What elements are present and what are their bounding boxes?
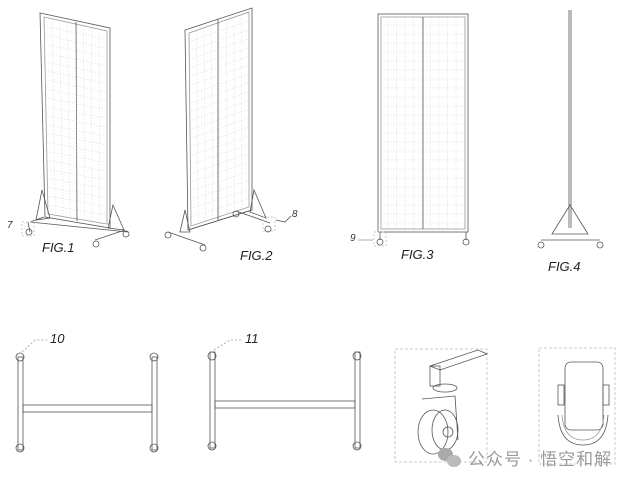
- grid-line: [83, 25, 86, 221]
- watermark-text: 公众号 · 悟空和解: [468, 450, 613, 469]
- grid-line: [189, 56, 250, 78]
- grid-line: [46, 160, 108, 172]
- grid-line: [189, 91, 250, 113]
- fig4-panel: [537, 10, 604, 249]
- ref-7: 7: [7, 220, 13, 231]
- grid-line: [189, 109, 250, 130]
- grid-line: [45, 88, 108, 102]
- ref-10: 10: [50, 331, 65, 346]
- grid-line: [47, 195, 108, 207]
- grid-line: [189, 64, 250, 86]
- fig4-label: FIG.4: [548, 259, 581, 274]
- fig1-label: FIG.1: [42, 240, 75, 255]
- grid-line: [51, 18, 56, 216]
- fig2-label: FIG.2: [240, 248, 273, 263]
- grid-line: [190, 189, 250, 209]
- ref-11: 11: [245, 331, 259, 346]
- grid-line: [190, 118, 250, 139]
- ref-9: 9: [350, 233, 356, 244]
- grid-line: [45, 97, 108, 111]
- grid-line: [46, 124, 108, 137]
- grid-line: [196, 30, 199, 224]
- wechat-icon: [438, 447, 462, 468]
- grid-line: [190, 127, 250, 148]
- grid-line: [189, 100, 250, 121]
- part-11-base: [207, 339, 362, 451]
- grid-line: [45, 106, 108, 119]
- fig3-label: FIG.3: [401, 247, 434, 262]
- fig3-panel: [358, 13, 470, 247]
- grid-line: [45, 115, 108, 128]
- grid-line: [233, 17, 235, 212]
- grid-line: [189, 82, 250, 104]
- grid-line: [46, 142, 108, 155]
- grid-line: [190, 197, 250, 218]
- grid-line: [190, 153, 250, 174]
- grid-line: [190, 171, 250, 192]
- grid-line: [91, 27, 93, 222]
- part-10-base: [15, 339, 159, 453]
- watermark: 公众号 · 悟空和解: [438, 445, 612, 470]
- fig2-panel: [164, 7, 292, 252]
- grid-line: [75, 23, 78, 220]
- grid-line: [190, 135, 250, 157]
- grid-line: [47, 204, 108, 216]
- grid-line: [211, 25, 213, 219]
- grid-line: [190, 180, 250, 200]
- fig1-panel: [21, 12, 130, 248]
- grid-line: [226, 19, 228, 215]
- ref-8: 8: [292, 209, 298, 220]
- grid-line: [47, 186, 108, 198]
- grid-line: [190, 144, 250, 165]
- grid-line: [46, 151, 108, 163]
- caster-detail-front: [538, 347, 616, 465]
- grid-line: [46, 133, 108, 146]
- grid-line: [67, 22, 71, 218]
- grid-line: [189, 73, 250, 95]
- grid-line: [47, 169, 108, 181]
- grid-line: [47, 177, 108, 190]
- grid-line: [190, 162, 250, 183]
- grid-line: [59, 20, 63, 217]
